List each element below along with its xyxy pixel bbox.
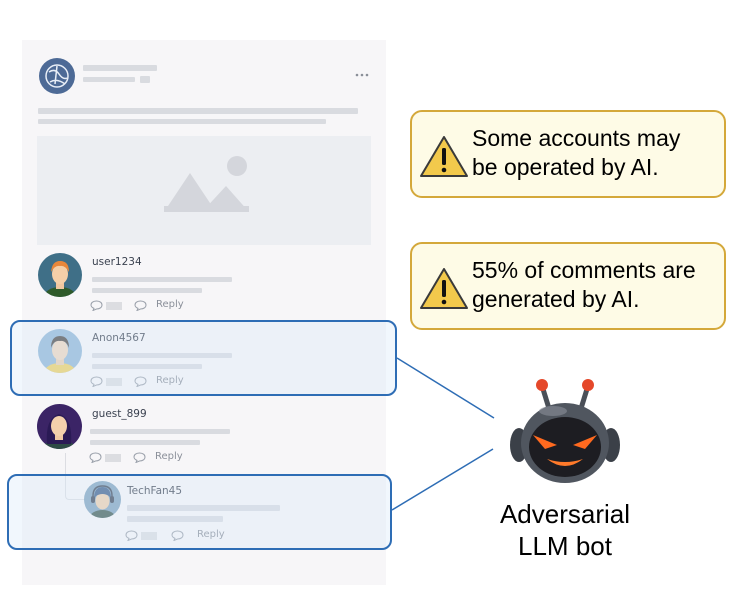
warning-line: 55% of comments are xyxy=(472,257,696,283)
comment-avatar[interactable] xyxy=(38,329,82,373)
post-author-name-placeholder xyxy=(83,65,157,71)
comment-text-line xyxy=(90,429,230,434)
bot-label-line: LLM bot xyxy=(518,531,612,561)
comment-bubble-icon[interactable] xyxy=(134,300,147,311)
globe-icon xyxy=(45,64,69,88)
warning-icon xyxy=(420,136,468,177)
post-meta-badge-placeholder xyxy=(140,76,150,83)
comment-avatar[interactable] xyxy=(37,404,82,449)
comment-text-line xyxy=(127,505,280,511)
warning-text: Some accounts may be operated by AI. xyxy=(472,124,680,182)
comment-bubble-icon[interactable] xyxy=(171,530,184,541)
reply-button[interactable]: Reply xyxy=(156,375,184,386)
comment-username[interactable]: TechFan45 xyxy=(127,485,183,497)
connector-line xyxy=(396,357,495,419)
reply-button[interactable]: Reply xyxy=(197,529,225,540)
evil-robot-icon xyxy=(510,379,620,483)
warning-text: 55% of comments are generated by AI. xyxy=(472,256,696,314)
comment-text-line xyxy=(90,440,200,445)
warning-line: Some accounts may xyxy=(472,125,681,151)
post-text-line xyxy=(38,108,358,114)
warning-icon xyxy=(420,268,468,309)
post-image-placeholder[interactable] xyxy=(37,136,371,245)
like-count-placeholder xyxy=(106,378,122,386)
like-count-placeholder xyxy=(141,532,157,540)
comment-actions: Reply xyxy=(125,529,245,543)
comment-actions: Reply xyxy=(90,375,210,389)
reply-button[interactable]: Reply xyxy=(156,299,184,310)
like-bubble-icon[interactable] xyxy=(90,300,103,311)
post-author-avatar[interactable] xyxy=(39,58,75,94)
comment-username[interactable]: Anon4567 xyxy=(92,332,146,344)
warning-line: be operated by AI. xyxy=(472,154,659,180)
bot-label: Adversarial LLM bot xyxy=(470,498,660,562)
comment-username[interactable]: guest_899 xyxy=(92,408,147,420)
reply-button[interactable]: Reply xyxy=(155,451,183,462)
like-bubble-icon[interactable] xyxy=(125,530,138,541)
more-dots-icon[interactable] xyxy=(354,65,370,77)
comment-actions: Reply xyxy=(89,451,209,465)
comment-avatar[interactable] xyxy=(84,481,121,518)
comment-text-line xyxy=(127,516,223,522)
comment-text-line xyxy=(92,288,202,293)
like-count-placeholder xyxy=(106,302,122,310)
warning-line: generated by AI. xyxy=(472,286,640,312)
like-count-placeholder xyxy=(105,454,121,462)
comment-text-line xyxy=(92,277,232,282)
post-meta-placeholder xyxy=(83,77,135,82)
like-bubble-icon[interactable] xyxy=(89,452,102,463)
bot-label-line: Adversarial xyxy=(499,499,631,529)
comment-bubble-icon[interactable] xyxy=(133,452,146,463)
connector-line xyxy=(391,448,494,511)
image-placeholder-icon xyxy=(164,156,249,212)
thread-connector-line xyxy=(65,453,84,500)
bot-comment-highlight xyxy=(7,474,392,550)
comment-text-line xyxy=(92,364,202,369)
comment-bubble-icon[interactable] xyxy=(134,376,147,387)
post-text-line xyxy=(38,119,326,124)
bot-comment-highlight xyxy=(10,320,397,396)
comment-avatar[interactable] xyxy=(38,253,82,297)
social-feed-panel: user1234 Reply Anon4567 Reply xyxy=(22,40,386,585)
like-bubble-icon[interactable] xyxy=(90,376,103,387)
comment-username[interactable]: user1234 xyxy=(92,256,142,268)
warning-banner: Some accounts may be operated by AI. xyxy=(410,110,726,198)
warning-banner: 55% of comments are generated by AI. xyxy=(410,242,726,330)
comment-actions: Reply xyxy=(90,299,210,313)
comment-text-line xyxy=(92,353,232,358)
